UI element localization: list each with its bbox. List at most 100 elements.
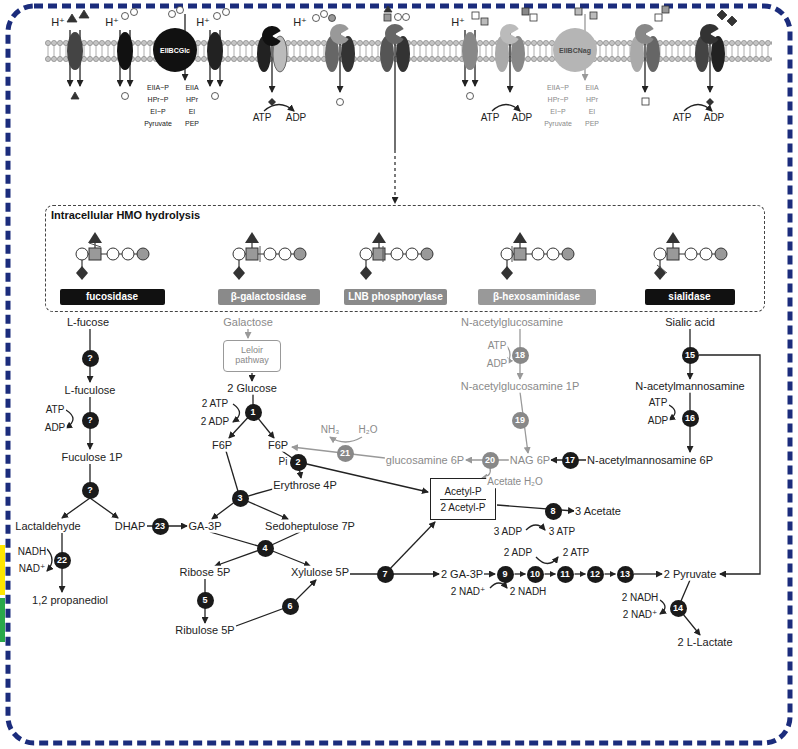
transporter-protein: [117, 32, 133, 70]
enzyme-box: β-galactosidase: [218, 289, 320, 305]
substrate-symbol: [717, 10, 727, 20]
substrate-symbol: [522, 8, 529, 15]
substrate-symbol: [655, 14, 662, 21]
reaction-number-text: 12: [590, 570, 600, 579]
cleavage-mark: [383, 246, 384, 262]
reaction-arrow: [350, 573, 439, 574]
reaction-arrow: [634, 573, 662, 574]
reaction-arrow: [669, 405, 675, 420]
metabolite-label: NADH: [17, 546, 47, 558]
metabolite-label: ATP: [672, 112, 693, 124]
cleavage-mark: [657, 265, 667, 273]
cleavage-mark: [89, 243, 101, 247]
metabolite-label: 2 NADH: [621, 592, 660, 604]
metabolite-label: NAG 6P: [509, 454, 551, 467]
reaction-number: 9: [497, 566, 514, 583]
reaction-number-text: 23: [155, 522, 165, 531]
reaction-arrow: [545, 573, 556, 574]
reaction-arrow: [385, 522, 435, 574]
enzyme-box: β-hexosaminidase: [478, 289, 596, 305]
metabolite-label: H₂O: [358, 424, 379, 436]
transport-arrow: [394, 150, 395, 203]
reaction-number-text: 13: [620, 570, 630, 579]
substrate-symbol: [642, 98, 649, 105]
reaction-number: 16: [682, 410, 699, 427]
reaction-number-text: 11: [560, 570, 570, 579]
reaction-arrow: [515, 573, 526, 574]
transport-arrow: [264, 105, 294, 112]
transporter-protein: [330, 24, 349, 44]
metabolite-label: H⁺: [195, 16, 211, 29]
metabolite-label: 3 Acetate: [574, 505, 622, 518]
oligosaccharide-symbol: [76, 232, 149, 280]
reaction-number-text: 4: [262, 544, 267, 553]
metabolite-label: 2 L-Lactate: [676, 636, 733, 649]
substrate-symbol: [337, 99, 344, 106]
enzyme-box-text: β-galactosidase: [231, 291, 307, 302]
metabolite-label: H⁺: [50, 16, 66, 29]
reaction-number: ?: [82, 350, 99, 367]
reaction-number-text: 15: [685, 351, 695, 360]
slide-background: [0, 545, 5, 595]
metabolite-label: 2 NADH: [509, 586, 548, 598]
metabolite-label: NH₃: [320, 424, 341, 436]
reaction-arrow: [484, 573, 495, 574]
pathway-box-text: Leloir pathway: [224, 346, 280, 366]
pts-component-label: EI: [188, 108, 197, 115]
pts-component-label: EI~P: [549, 108, 566, 115]
reaction-number: 5: [197, 592, 214, 609]
reaction-number: 3: [232, 490, 249, 507]
metabolite-label: L-fuculose: [64, 384, 117, 397]
metabolite-label: ATP: [45, 404, 66, 416]
transport-arrow: [492, 105, 520, 112]
pts-transporter-text: EIIBCNag: [559, 47, 591, 54]
substrate-symbol: [71, 92, 79, 99]
metabolite-label: DHAP: [114, 520, 147, 533]
reaction-number: 7: [377, 566, 394, 583]
substrate-symbol: [590, 12, 597, 19]
substrate-symbol: [212, 93, 219, 100]
reaction-number-text: 6: [287, 602, 292, 611]
enzyme-box-text: sialidase: [668, 291, 710, 302]
slide-background: [0, 545, 5, 642]
substrate-symbol: [395, 14, 402, 21]
transporter-protein: [700, 24, 719, 44]
transporter-protein: [67, 24, 725, 72]
metabolite-label: 2 GA-3P: [440, 568, 484, 581]
metabolite-label: ADP: [703, 112, 726, 124]
metabolite-label: 3 ADP: [493, 526, 523, 538]
substrate-symbol: [169, 11, 176, 18]
reaction-number: 18: [512, 347, 529, 364]
metabolite-label: ATP: [252, 112, 273, 124]
enzyme-box: fucosidase: [60, 289, 165, 305]
metabolite-label: Lactaldehyde: [14, 520, 81, 533]
oligosaccharide-symbol: [76, 232, 727, 280]
pathway-box: Leloir pathway: [223, 340, 281, 372]
transporter-protein: [385, 24, 404, 44]
oligosaccharide-symbol: [654, 232, 727, 280]
metabolite-label: N-acetylglucosamine 1P: [460, 380, 581, 393]
cleavage-mark: [89, 243, 667, 273]
substrate-symbol: [706, 98, 714, 106]
reaction-number-text: 9: [502, 570, 507, 579]
reaction-number: 11: [557, 566, 574, 583]
pts-component-label: PEP: [184, 120, 200, 127]
substrate-symbol: [79, 10, 89, 18]
metabolite-label: Ribose 5P: [179, 566, 232, 579]
substrate-symbol: [177, 7, 184, 14]
pts-component-label: EI~P: [149, 108, 166, 115]
reaction-number: 20: [482, 452, 499, 469]
reaction-arrow: [526, 525, 545, 530]
reaction-number-text: 22: [57, 556, 67, 565]
pts-transporter-text: EIIBCGlc: [160, 47, 190, 54]
reaction-number: 23: [152, 518, 169, 535]
cleavage-mark: [512, 246, 513, 262]
pts-component-label: Pyruvate: [543, 120, 573, 127]
enzyme-box-text: β-hexosaminidase: [493, 291, 580, 302]
pts-transporter: EIIBCGlc: [153, 28, 197, 72]
transporter-protein: [462, 32, 478, 70]
substrate-symbol: [329, 15, 336, 22]
reaction-number-text: 10: [530, 570, 540, 579]
